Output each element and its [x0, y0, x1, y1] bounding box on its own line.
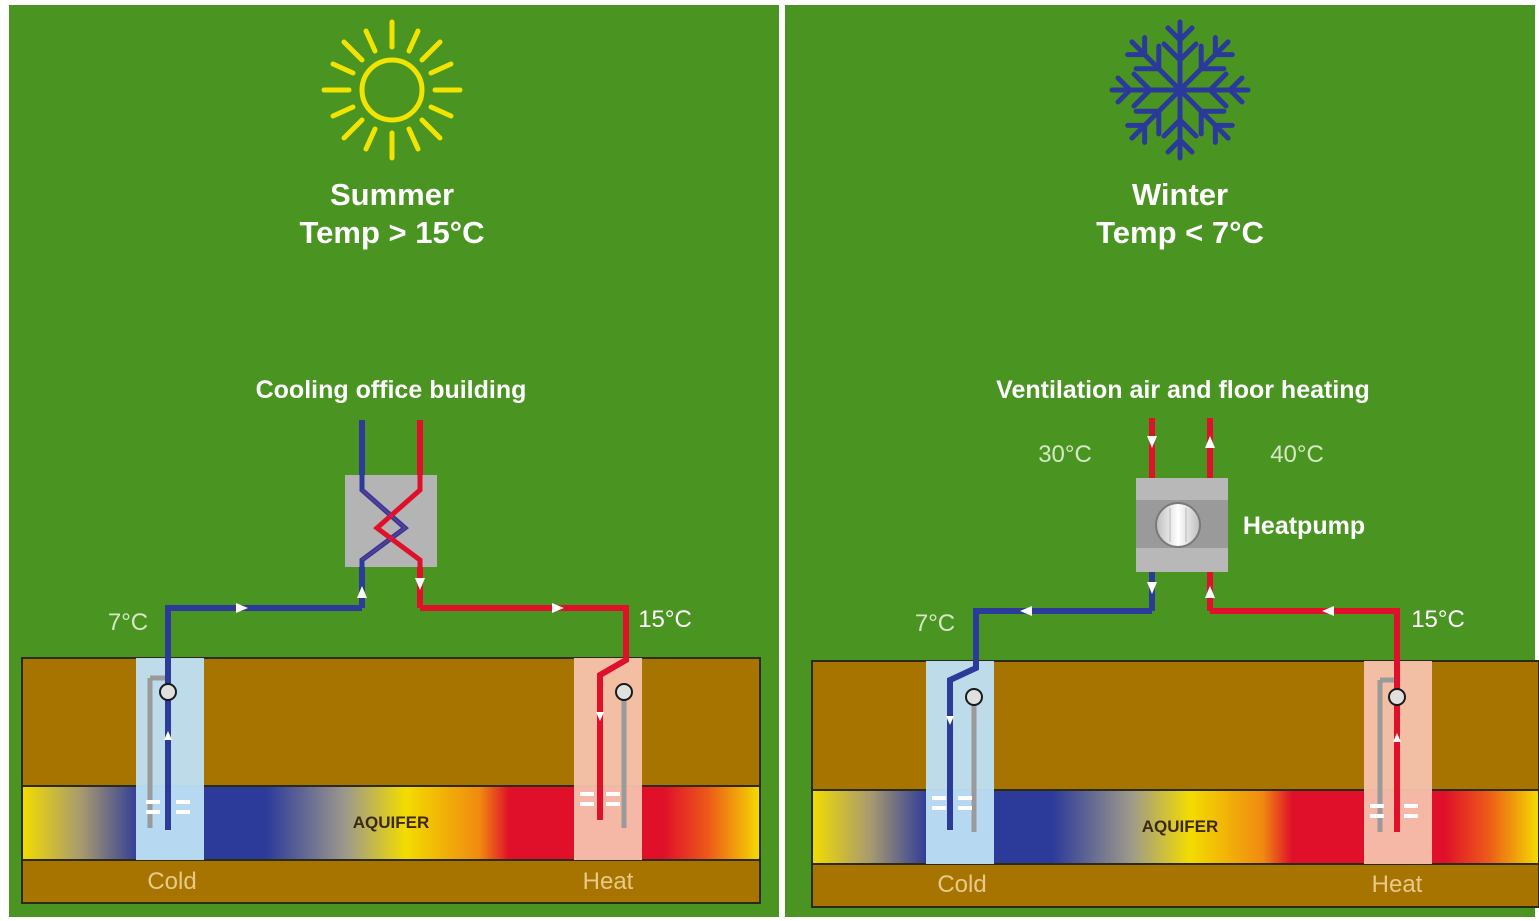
winter-application-label: Ventilation air and floor heating — [996, 376, 1370, 404]
snowflake-icon — [1112, 19, 1248, 158]
summer-title: Summer — [330, 177, 454, 212]
heatpump-label: Heatpump — [1243, 512, 1365, 540]
winter-cold-well-label: Cold — [937, 871, 986, 898]
winter-cold-well — [926, 612, 994, 864]
winter-title: Winter — [1132, 177, 1228, 212]
winter-cold-pump-icon — [965, 688, 983, 706]
winter-temp-condition: Temp < 7°C — [1096, 215, 1264, 250]
summer-warm-pump-icon — [615, 683, 633, 701]
winter-supply-temp-right: 40°C — [1270, 441, 1324, 468]
summer-upper-earth — [21, 657, 761, 787]
heatpump-icon — [1136, 478, 1228, 572]
summer-cold-temp: 7°C — [108, 609, 148, 636]
winter-cold-temp: 7°C — [915, 610, 955, 637]
winter-lower-earth — [811, 863, 1539, 908]
summer-cold-well-label: Cold — [147, 868, 196, 895]
summer-temp-condition: Temp > 15°C — [300, 215, 485, 250]
winter-warm-well-label: Heat — [1372, 871, 1423, 898]
summer-cold-well — [136, 608, 204, 860]
winter-warm-temp: 15°C — [1411, 606, 1465, 633]
summer-warm-well — [574, 610, 642, 860]
winter-supply-temp-left: 30°C — [1038, 441, 1092, 468]
summer-warm-temp: 15°C — [638, 606, 692, 633]
winter-warm-pump-icon — [1388, 688, 1406, 706]
summer-circuit — [165, 420, 629, 613]
panel-divider — [779, 5, 785, 917]
sun-icon — [321, 19, 463, 161]
summer-lower-earth — [21, 859, 761, 904]
summer-warm-well-label: Heat — [583, 868, 634, 895]
summer-aquifer-label: AQUIFER — [353, 813, 430, 832]
summer-cold-pump-icon — [159, 683, 177, 701]
summer-panel: Summer Temp > 15°C Cooling office buildi… — [9, 5, 779, 917]
winter-panel: Winter Temp < 7°C Ventilation air and fl… — [785, 5, 1539, 917]
heat-exchanger-icon — [345, 475, 437, 567]
winter-circuit — [973, 418, 1400, 616]
winter-aquifer-label: AQUIFER — [1142, 817, 1219, 836]
winter-warm-well — [1364, 612, 1432, 864]
summer-application-label: Cooling office building — [256, 376, 527, 404]
